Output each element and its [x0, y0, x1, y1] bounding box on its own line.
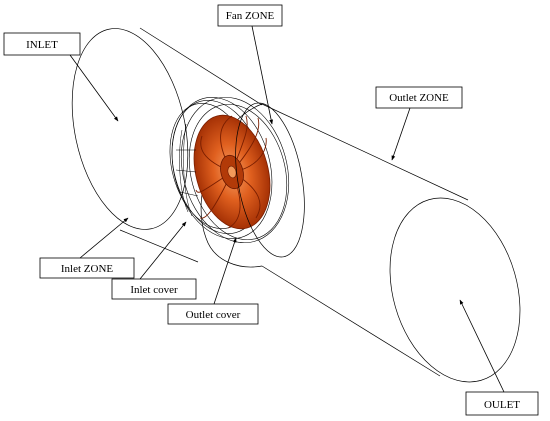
label-inlet-cover-text: Inlet cover	[130, 284, 178, 296]
label-box	[3, 32, 81, 56]
outlet-cover-ring	[235, 102, 305, 258]
label-fan-zone-text: Fan ZONE	[226, 10, 275, 22]
arrow-oulet	[459, 299, 505, 393]
label-inlet: INLET	[3, 32, 81, 56]
label-outlet-cover-text: Outlet cover	[186, 309, 241, 321]
label-outlet-zone: Outlet ZONE	[375, 86, 463, 109]
arrow-inlet	[69, 54, 119, 122]
fan-impeller	[193, 114, 271, 230]
label-fan-zone: Fan ZONE	[217, 4, 283, 27]
label-outlet-cover: Outlet cover	[167, 303, 259, 325]
label-oulet-text: OULET	[484, 399, 520, 411]
label-box	[111, 278, 197, 300]
arrow-inlet-zone	[79, 217, 129, 259]
arrow-inlet-cover	[139, 221, 187, 280]
label-box	[465, 391, 539, 416]
arrow-outlet-zone	[391, 107, 411, 161]
label-box	[217, 4, 283, 27]
label-box	[39, 257, 135, 279]
inlet-cover-ribs	[175, 123, 199, 217]
label-oulet: OULET	[465, 391, 539, 416]
label-inlet-zone-text: Inlet ZONE	[61, 263, 114, 275]
arrow-outlet-cover	[213, 237, 237, 305]
label-box	[167, 303, 259, 325]
label-inlet-zone: Inlet ZONE	[39, 257, 135, 279]
label-box	[375, 86, 463, 109]
label-inlet-cover: Inlet cover	[111, 278, 197, 300]
inlet-zone-cylinder	[71, 27, 263, 263]
arrow-fan-zone	[251, 25, 274, 125]
label-outlet-zone-text: Outlet ZONE	[389, 92, 449, 104]
leader-arrows	[69, 25, 505, 393]
label-inlet-text: INLET	[26, 39, 58, 51]
